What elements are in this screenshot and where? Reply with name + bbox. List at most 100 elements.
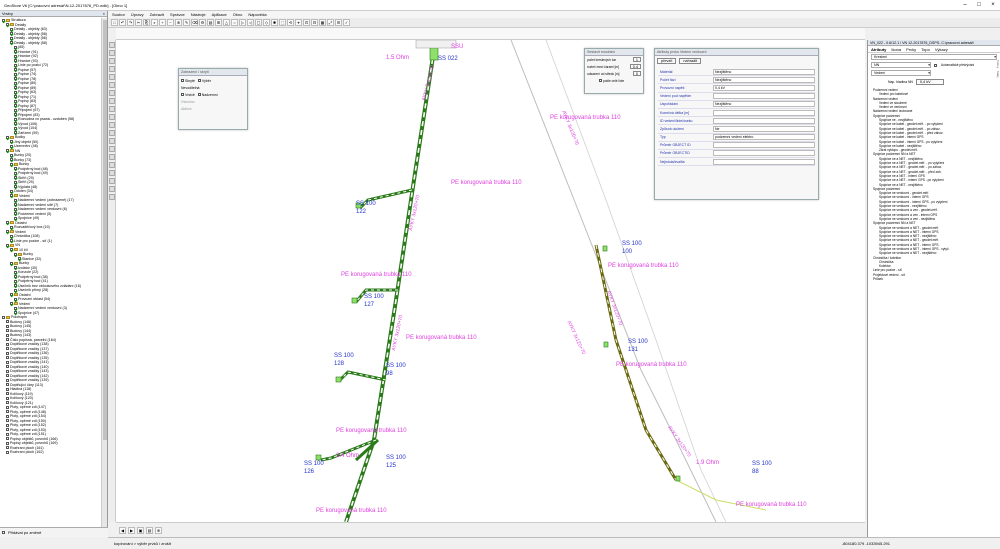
feature-type-item[interactable]: Spojnice ne a NET - interní GPS - po vyt… (879, 178, 944, 183)
feature-type-item[interactable]: Spojnice podzemní NN a NET (873, 152, 916, 157)
layer-tree-item[interactable]: Popise (80) (0, 81, 100, 86)
layer-checkbox[interactable] (2, 18, 5, 22)
layer-tree-item[interactable]: Doplňkové značky (141) (0, 360, 100, 365)
vertical-tool-button[interactable] (109, 138, 115, 144)
toolbar-button-icon[interactable]: ▤ (207, 19, 214, 26)
layer-checkbox[interactable] (6, 446, 9, 450)
layer-tree-item[interactable]: Detaily - objekty (63) (0, 27, 100, 32)
layer-checkbox[interactable] (14, 99, 17, 103)
layer-checkbox[interactable] (6, 374, 9, 378)
layer-checkbox[interactable] (14, 207, 17, 211)
layer-checkbox[interactable] (14, 77, 17, 81)
layer-checkbox[interactable] (10, 158, 13, 162)
vertical-tool-button[interactable] (109, 50, 115, 56)
hidden-checkbox[interactable] (181, 79, 184, 82)
toolbar-button-icon[interactable]: ✓ (343, 19, 350, 26)
layer-checkbox[interactable] (14, 108, 17, 112)
layer-checkbox[interactable] (10, 162, 13, 166)
layer-checkbox[interactable] (10, 261, 13, 265)
layer-checkbox[interactable] (14, 288, 17, 292)
layer-tree-item[interactable]: Detaily (0, 23, 100, 28)
layer-tree-item[interactable]: Bunky (0, 162, 100, 167)
feature-type-item[interactable]: Spojnice ne a NET - nezjištěno (879, 182, 923, 187)
layer-tree-item[interactable]: Popise (78) (0, 77, 100, 82)
layer-tree-item[interactable]: Ostatní (0, 221, 100, 226)
toolbar-button-icon[interactable]: ✱ (271, 19, 278, 26)
layer-checkbox[interactable] (181, 93, 184, 96)
layer-checkbox[interactable] (14, 117, 17, 121)
layer-tree-item[interactable]: Bodky (0, 135, 100, 140)
layer-tree-item[interactable]: Detaily - objekty (56) (0, 36, 100, 41)
layer-tree-item[interactable]: Popisy objektů, povrchů (166) (0, 437, 100, 442)
layer-checkbox[interactable] (14, 90, 17, 94)
layer-tree-item[interactable]: Budovy (144) (0, 329, 100, 334)
vertical-tool-button[interactable] (109, 146, 115, 152)
layer-tree-item[interactable]: Nadzemní vedení (zobrazené) (17) (0, 198, 100, 203)
toolbar-button-icon[interactable]: ⊟ (311, 19, 318, 26)
menu-item[interactable]: Soubor (112, 12, 125, 17)
feature-type-item[interactable]: Vedení ve sloužené (879, 100, 907, 105)
layer-checkbox[interactable] (14, 279, 17, 283)
layer-tree-item[interactable]: Struktura (0, 18, 100, 23)
layer-tree-item[interactable]: Ploty, opěrné zdi (151) (0, 432, 100, 437)
layer-tree-item[interactable]: Rozvaděčový box (19) (0, 225, 100, 230)
properties-tab[interactable]: Atributy (871, 46, 887, 52)
layer-checkbox[interactable] (10, 234, 13, 238)
layer-checkbox[interactable] (10, 189, 13, 193)
selection-checkbox[interactable] (197, 79, 201, 82)
layer-tree-item[interactable]: Ploty, opěrné zdi (147) (0, 405, 100, 410)
layer-checkbox[interactable] (6, 356, 9, 360)
take-over-button[interactable]: převzít (657, 58, 677, 64)
vertical-tool-button[interactable] (109, 186, 115, 192)
feature-type-item[interactable]: Spojnice ne - nezjištěno (879, 118, 913, 123)
layer-tree-item[interactable]: Vedení (0, 230, 100, 235)
menu-item[interactable]: Nástroje (190, 12, 206, 17)
feature-type-item[interactable]: Spojnice ne kabel - geodet.měř. - po záh… (879, 126, 941, 131)
layer-tree-item[interactable]: Nadzemní vedení venkovní (3) (0, 306, 100, 311)
layer-checkbox[interactable] (18, 257, 21, 261)
layer-checkbox[interactable] (6, 351, 9, 355)
feature-type-item[interactable]: Podzemní vedení (873, 88, 898, 92)
layer-checkbox[interactable] (14, 266, 17, 270)
menu-item[interactable]: Zobrazit (149, 12, 165, 17)
layer-tree-item[interactable]: Doplňující čáry (113) (0, 383, 100, 388)
layer-checkbox[interactable] (14, 176, 17, 180)
layer-checkbox[interactable] (10, 225, 13, 229)
toolbar-button-icon[interactable]: □ (111, 19, 118, 26)
layer-checkbox[interactable] (6, 369, 9, 373)
layer-tree-item[interactable]: Podpěrný bod (38) (0, 275, 100, 280)
layer-checkbox[interactable] (6, 428, 9, 432)
layer-tree-item[interactable]: Kolíkový (121) (0, 401, 100, 406)
layer-tree-item[interactable]: Podpěrný bod (49) (0, 171, 100, 176)
layer-checkbox[interactable] (14, 203, 17, 207)
layer-checkbox[interactable] (14, 95, 17, 99)
offset-input[interactable]: 0 (632, 71, 641, 76)
layer-checkbox[interactable] (6, 401, 9, 405)
layer-checkbox[interactable] (14, 185, 17, 189)
feature-type-item[interactable]: Spojnice ne kabel - interní GPS (879, 135, 924, 140)
feature-type-item[interactable]: Spojnice ne kabel - geodet.měř. - po vyt… (879, 122, 943, 127)
feature-type-item[interactable]: Spojnice ne a NET - geodet.měř. - po vyt… (879, 161, 945, 166)
feature-type-item[interactable]: Spojnice ne a NET - geodet.měř. - před z… (879, 169, 942, 174)
layer-checkbox[interactable] (14, 212, 17, 216)
layer-tree-item[interactable]: Bunky (0, 252, 100, 257)
menu-item[interactable]: Nápověda (248, 12, 267, 17)
layer-tree-item[interactable]: Ploty, opěrné zdi (150) (0, 419, 100, 424)
layer-tree-item[interactable]: Bunky (73) (0, 158, 100, 163)
layer-checkbox[interactable] (14, 59, 17, 63)
layer-checkbox[interactable] (6, 243, 9, 247)
layer-tree-item[interactable]: Hranice (91) (0, 50, 100, 55)
layer-tree-item[interactable]: Popisy (63) (0, 90, 100, 95)
overground-checkbox[interactable] (197, 93, 201, 96)
layer-tree-item[interactable]: Hladina (118) (0, 387, 100, 392)
layer-checkbox[interactable] (6, 432, 9, 436)
layer-checkbox[interactable] (10, 293, 13, 297)
layer-tree-item[interactable]: Doplňkové značky (137) (0, 347, 100, 352)
layer-tree-item[interactable]: Nadzemní vedení venkovní (6) (0, 207, 100, 212)
toolbar-button-icon[interactable]: ⌫ (191, 19, 198, 26)
toolbar-button-icon[interactable]: ↶ (119, 19, 126, 26)
attribute-value[interactable] (713, 117, 815, 124)
toolbar-button-icon[interactable]: ○ (231, 19, 238, 26)
